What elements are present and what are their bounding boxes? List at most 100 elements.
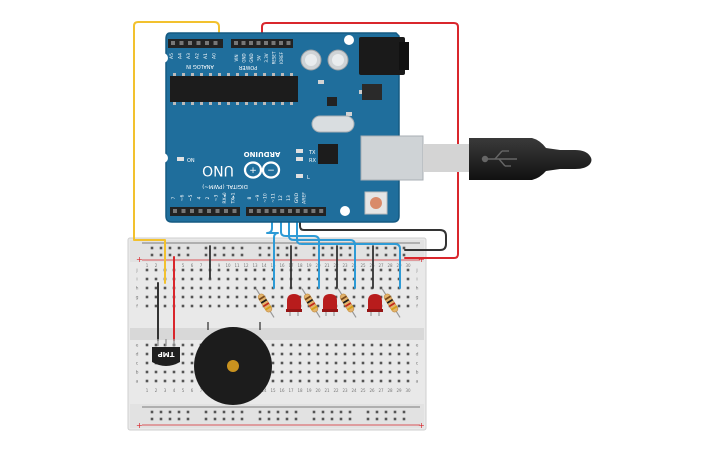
row-label: h	[416, 286, 419, 292]
pin-label: A5	[169, 53, 175, 59]
pin-label: A0	[212, 53, 218, 59]
column-label: 19	[306, 263, 312, 268]
row-label: a	[136, 380, 139, 385]
pin-label: ~3	[214, 195, 220, 202]
pin-label: 8	[247, 196, 253, 199]
tx-led	[296, 149, 303, 153]
usb-controller-chip	[318, 144, 338, 164]
tmp-sensor: TMP	[152, 339, 180, 366]
column-label: 14	[261, 388, 267, 393]
on-text: ON	[187, 158, 195, 164]
column-label: 5	[182, 263, 185, 268]
power-jack	[359, 37, 405, 75]
wire-blue-3	[288, 205, 356, 289]
analog-in-label: ANALOG IN	[186, 63, 214, 69]
row-label: a	[416, 380, 419, 385]
mount-hole	[158, 153, 168, 163]
pin-label: ~10	[263, 193, 269, 203]
row-label: f	[416, 304, 418, 310]
pin-label: A2	[195, 53, 201, 59]
pin-label: 2	[205, 196, 211, 199]
row-label: i	[136, 277, 137, 283]
usb-icon	[481, 150, 517, 167]
small-ic	[327, 97, 337, 106]
pin-label: 3.3V	[264, 53, 269, 62]
l-led	[296, 174, 303, 178]
row-label: g	[416, 296, 419, 301]
reset-button-cap[interactable]	[370, 197, 382, 209]
column-label: 25	[360, 263, 366, 268]
resistor	[337, 288, 357, 318]
rail-plus-label-right: +	[418, 255, 425, 264]
wire-black-gnd	[299, 205, 447, 251]
rail-plus-label-bottom-right: +	[418, 421, 425, 430]
row-label: g	[136, 296, 139, 301]
column-label: 15	[270, 388, 276, 393]
resistor	[301, 288, 321, 318]
pin-label: RESET	[272, 51, 277, 64]
column-label: 27	[378, 388, 384, 393]
column-label: 30	[405, 263, 411, 268]
pin-label: A4	[178, 53, 184, 59]
wire-blue-2	[280, 205, 320, 289]
column-label: 16	[279, 263, 285, 268]
wire-red-5v	[261, 22, 459, 259]
pin-label: GND	[242, 53, 247, 62]
row-label: c	[136, 362, 139, 367]
wire-blue-4	[296, 205, 401, 289]
pin-label: ~6	[180, 195, 186, 202]
row-label: c	[416, 362, 419, 367]
rail-plus-label-bottom: +	[136, 421, 143, 430]
top-power-rail	[130, 240, 424, 262]
wires	[133, 21, 459, 341]
column-label: 7	[200, 388, 203, 393]
column-label: 2	[155, 388, 158, 393]
column-label: 21	[324, 388, 330, 393]
pin-label: GND	[249, 53, 254, 62]
crystal	[311, 115, 355, 133]
column-label: 23	[342, 388, 348, 393]
column-label: 1	[146, 388, 149, 393]
column-label: 29	[396, 388, 402, 393]
rail-plus-label: +	[136, 255, 143, 264]
column-label: 18	[297, 263, 303, 268]
pin-label: AREF	[302, 192, 308, 204]
voltage-regulator	[362, 84, 382, 100]
pin-label: 5V	[257, 55, 262, 61]
pin-label: A3	[186, 53, 192, 59]
column-label: 12	[243, 263, 249, 268]
column-label: 7	[200, 263, 203, 268]
on-led	[177, 157, 184, 161]
column-label: 6	[191, 388, 194, 393]
wire-blue-1	[266, 205, 279, 289]
column-label: 30	[405, 388, 411, 393]
digital-label: DIGITAL (PWM~)	[202, 183, 248, 189]
column-label: 3	[164, 388, 167, 393]
column-label: 26	[369, 388, 375, 393]
digital-header-high	[246, 207, 326, 216]
svg-text:−: −	[267, 166, 275, 176]
bottom-power-rail	[130, 404, 424, 428]
pin-label: 13	[286, 195, 292, 201]
row-label: j	[415, 268, 417, 274]
breadboard: 1122334455667788991010111112121313141415…	[127, 237, 427, 431]
column-label: 16	[279, 388, 285, 393]
pin-label: GND	[294, 192, 300, 203]
pin-label: ~9	[255, 195, 261, 202]
column-label: 17	[288, 388, 294, 393]
tx-text: TX	[308, 150, 316, 156]
row-label: b	[416, 370, 419, 376]
column-label: 14	[261, 263, 267, 268]
l-text: L	[307, 175, 310, 181]
power-label: POWER	[238, 64, 257, 70]
usb-plug-body	[469, 138, 592, 180]
pin-label: A1	[203, 53, 209, 59]
pin-label: ~5	[188, 195, 194, 202]
column-label: 9	[218, 263, 221, 268]
row-label: d	[136, 352, 139, 358]
column-label: 1	[146, 263, 149, 268]
